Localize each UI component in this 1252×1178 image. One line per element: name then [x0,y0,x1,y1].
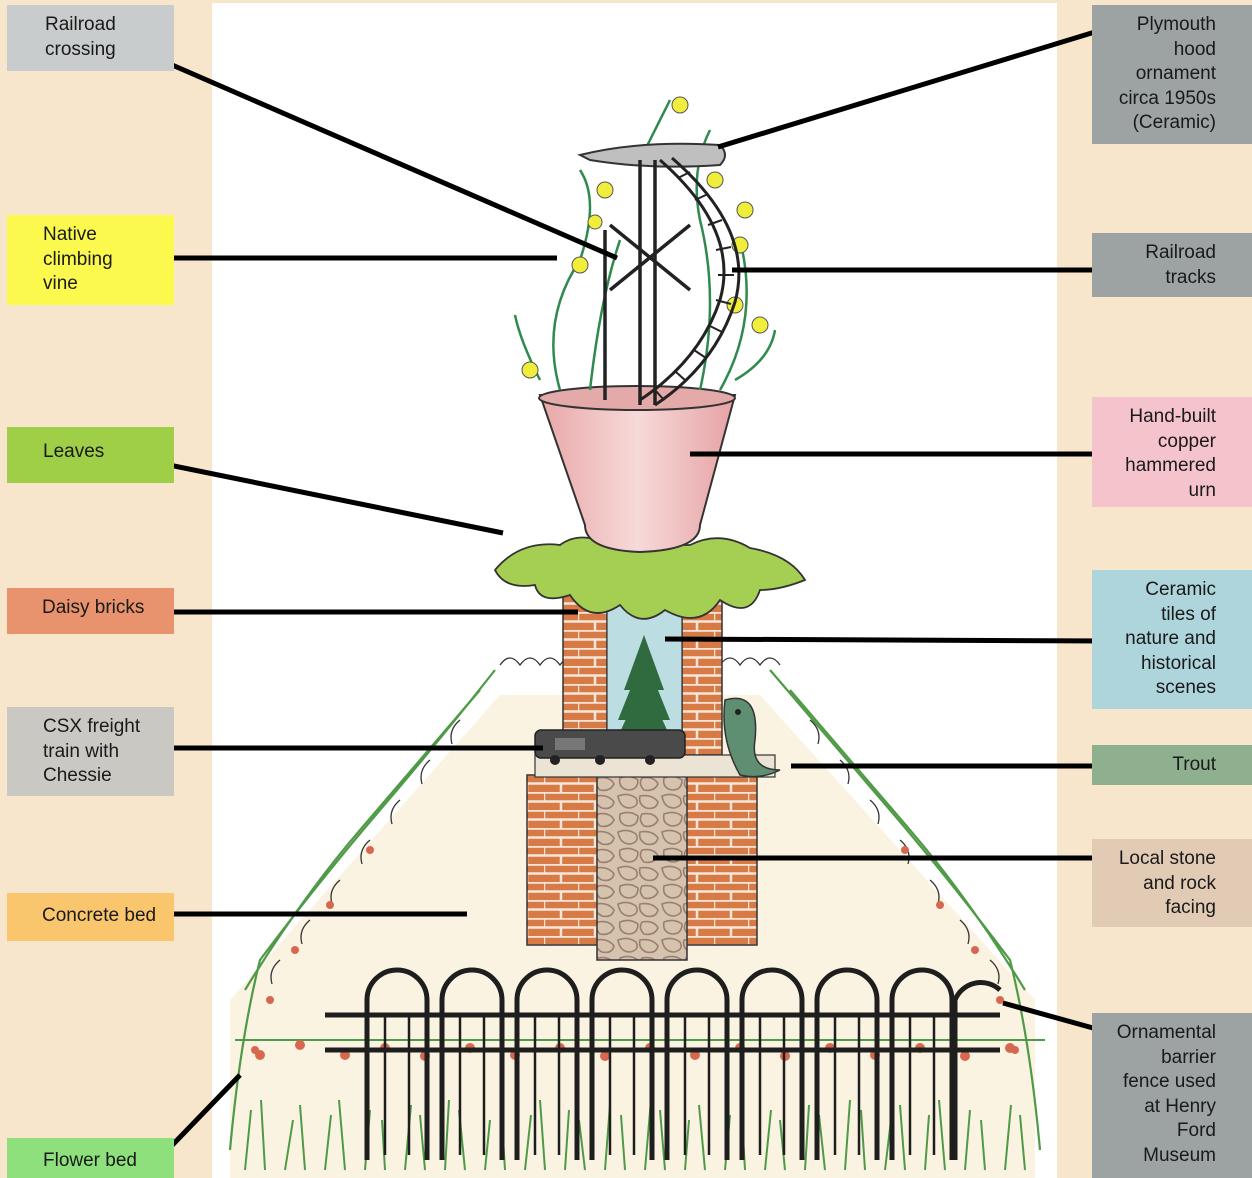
label-native-climbing-vine: Native climbing vine [7,215,174,305]
label-local-stone: Local stone and rock facing [1092,839,1252,927]
flower-bed-border [228,669,1042,1151]
label-daisy-bricks: Daisy bricks [7,588,174,634]
ornamental-fence [325,967,1002,1160]
leader-railroad-crossing [132,45,618,261]
label-leaves: Leaves [7,427,174,483]
label-ornamental-fence: Ornamental barrier fence used at Henry F… [1092,1013,1252,1178]
brick-base-left [526,774,600,946]
leader-tiles [664,636,1110,644]
trout [723,697,781,778]
label-railroad-crossing: Railroad crossing [7,5,174,71]
stone-facing [596,774,688,961]
tile-tree [614,635,674,745]
railroad-tracks [639,156,741,407]
leader-plymouth [717,25,1109,150]
label-ceramic-tiles: Ceramic tiles of nature and historical s… [1092,570,1252,709]
urn-rim [538,385,736,411]
copper-urn [538,394,737,554]
vine-flowers [521,96,769,379]
label-concrete-bed: Concrete bed [7,893,174,941]
label-copper-urn: Hand-built copper hammered urn [1092,397,1252,507]
flower-bed-flowers [251,846,1019,1054]
label-flower-bed: Flower bed [7,1138,174,1178]
csx-train [534,729,686,765]
leader-leaves [124,453,504,536]
label-trout: Trout [1092,745,1252,785]
hood-ornament [577,142,726,168]
label-railroad-tracks: Railroad tracks [1092,233,1252,297]
fence-pickets [383,1015,936,1155]
label-plymouth-hood-ornament: Plymouth hood ornament circa 1950s (Cera… [1092,5,1252,144]
label-csx-freight-train: CSX freight train with Chessie [7,707,174,796]
railroad-crossing [603,160,692,405]
track-ties [654,171,734,401]
